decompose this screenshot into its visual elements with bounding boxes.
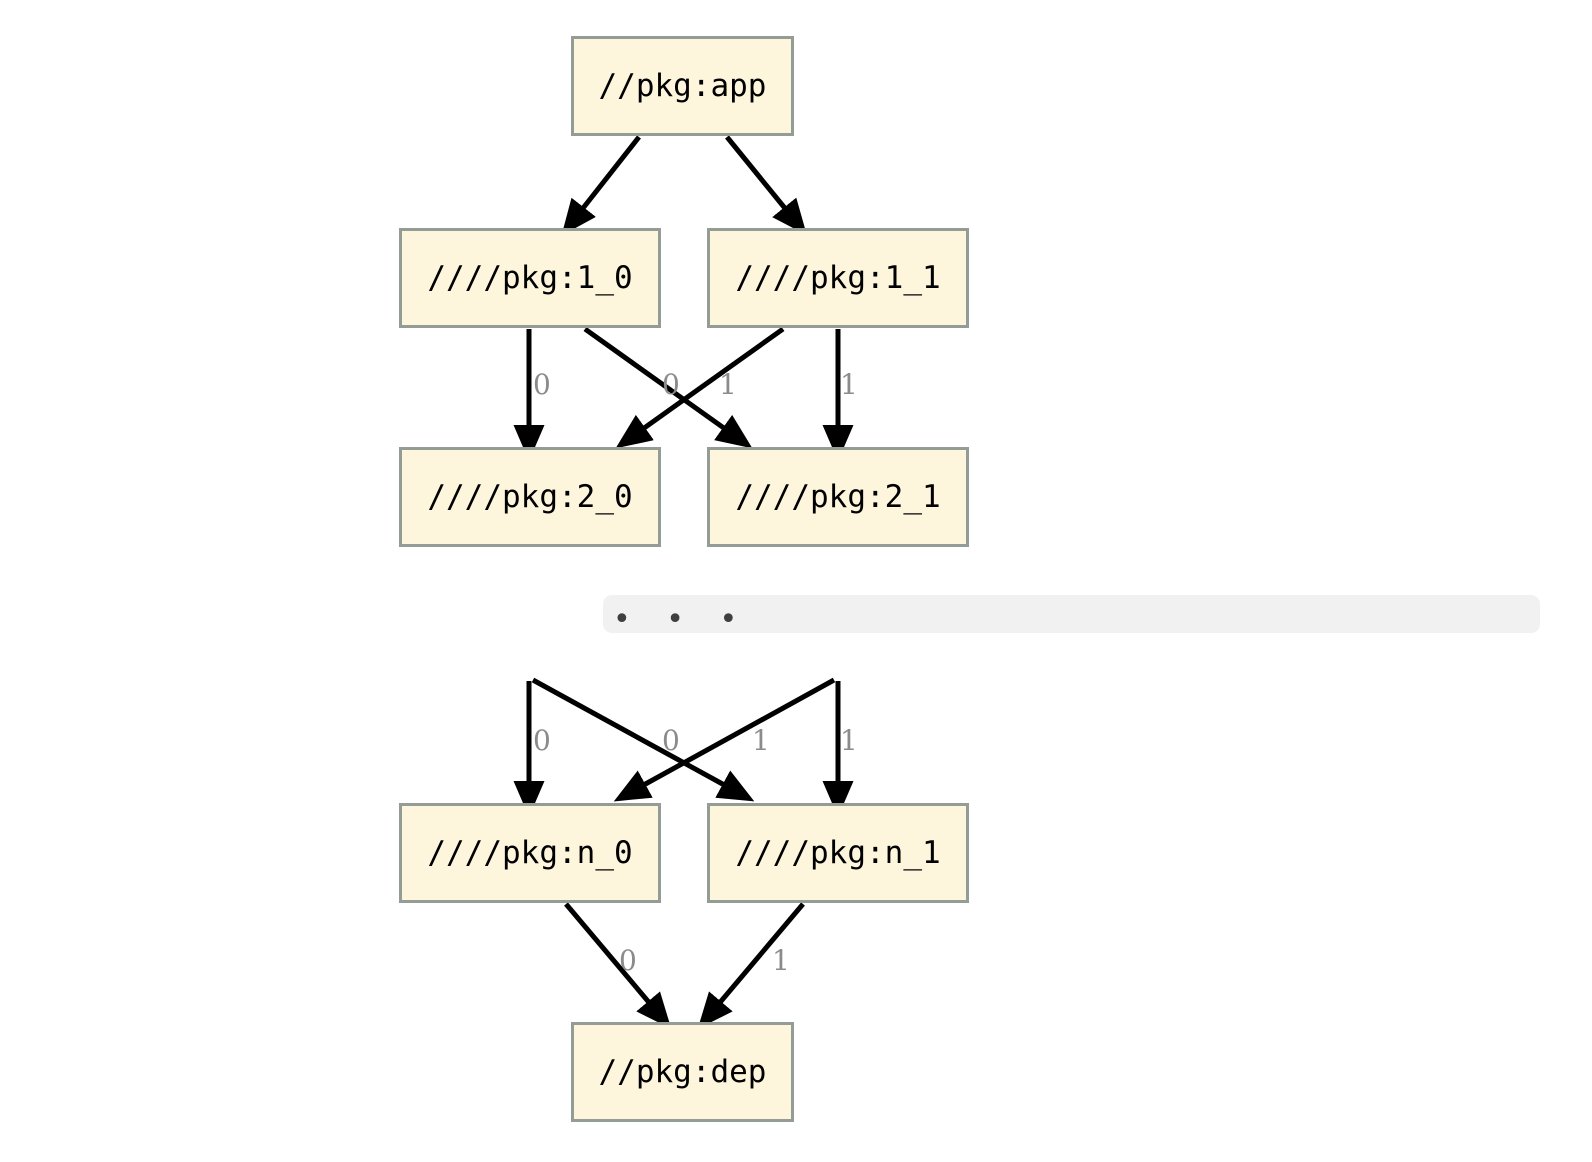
- truncation-band: [603, 595, 1540, 633]
- node-label-app: //pkg:app: [598, 68, 767, 104]
- node-label-pkg-n_0: ////pkg:n_0: [427, 835, 633, 871]
- edge-label-trunc-n_0-straight: 0: [533, 724, 551, 757]
- edge-truncated-to-n_0-cross: [613, 677, 836, 802]
- node-dep[interactable]: //pkg:dep: [571, 1022, 794, 1122]
- truncation-ellipsis: • • •: [613, 602, 751, 637]
- node-label-pkg-2_0: ////pkg:2_0: [427, 479, 633, 515]
- node-app[interactable]: //pkg:app: [571, 36, 794, 136]
- edge-label-trunc-n_0-cross: 1: [752, 724, 770, 757]
- node-pkg-2_1[interactable]: ////pkg:2_1: [707, 447, 969, 547]
- node-pkg-1_0[interactable]: ////pkg:1_0: [399, 228, 661, 328]
- node-label-pkg-1_0: ////pkg:1_0: [427, 260, 633, 296]
- edge-label-trunc-n_1-straight: 1: [840, 724, 858, 757]
- node-pkg-n_0[interactable]: ////pkg:n_0: [399, 803, 661, 903]
- edge-label-1_0-2_1: 0: [662, 368, 680, 401]
- edge-label-trunc-n_1-cross: 0: [662, 724, 680, 757]
- edge-n_1-to-dep: [697, 902, 805, 1029]
- node-label-pkg-1_1: ////pkg:1_1: [735, 260, 941, 296]
- edge-label-n_0-dep: 0: [619, 944, 637, 977]
- node-pkg-2_0[interactable]: ////pkg:2_0: [399, 447, 661, 547]
- node-pkg-1_1[interactable]: ////pkg:1_1: [707, 228, 969, 328]
- edge-1_1-to-2_0: [615, 326, 785, 449]
- node-label-dep: //pkg:dep: [598, 1054, 767, 1090]
- edge-n_0-to-dep: [564, 902, 672, 1029]
- node-label-pkg-2_1: ////pkg:2_1: [735, 479, 941, 515]
- edge-truncated-to-n_1-cross: [531, 677, 755, 802]
- node-pkg-n_1[interactable]: ////pkg:n_1: [707, 803, 969, 903]
- edge-app-to-1_1: [725, 135, 807, 236]
- edge-label-1_1-2_1: 1: [840, 368, 858, 401]
- edge-label-n_1-dep: 1: [772, 944, 790, 977]
- node-label-pkg-n_1: ////pkg:n_1: [735, 835, 941, 871]
- edge-label-1_0-2_0: 0: [533, 368, 551, 401]
- edge-app-to-1_0: [561, 135, 641, 236]
- edge-1_0-to-2_1: [583, 326, 753, 449]
- edge-label-1_1-2_0: 1: [719, 368, 737, 401]
